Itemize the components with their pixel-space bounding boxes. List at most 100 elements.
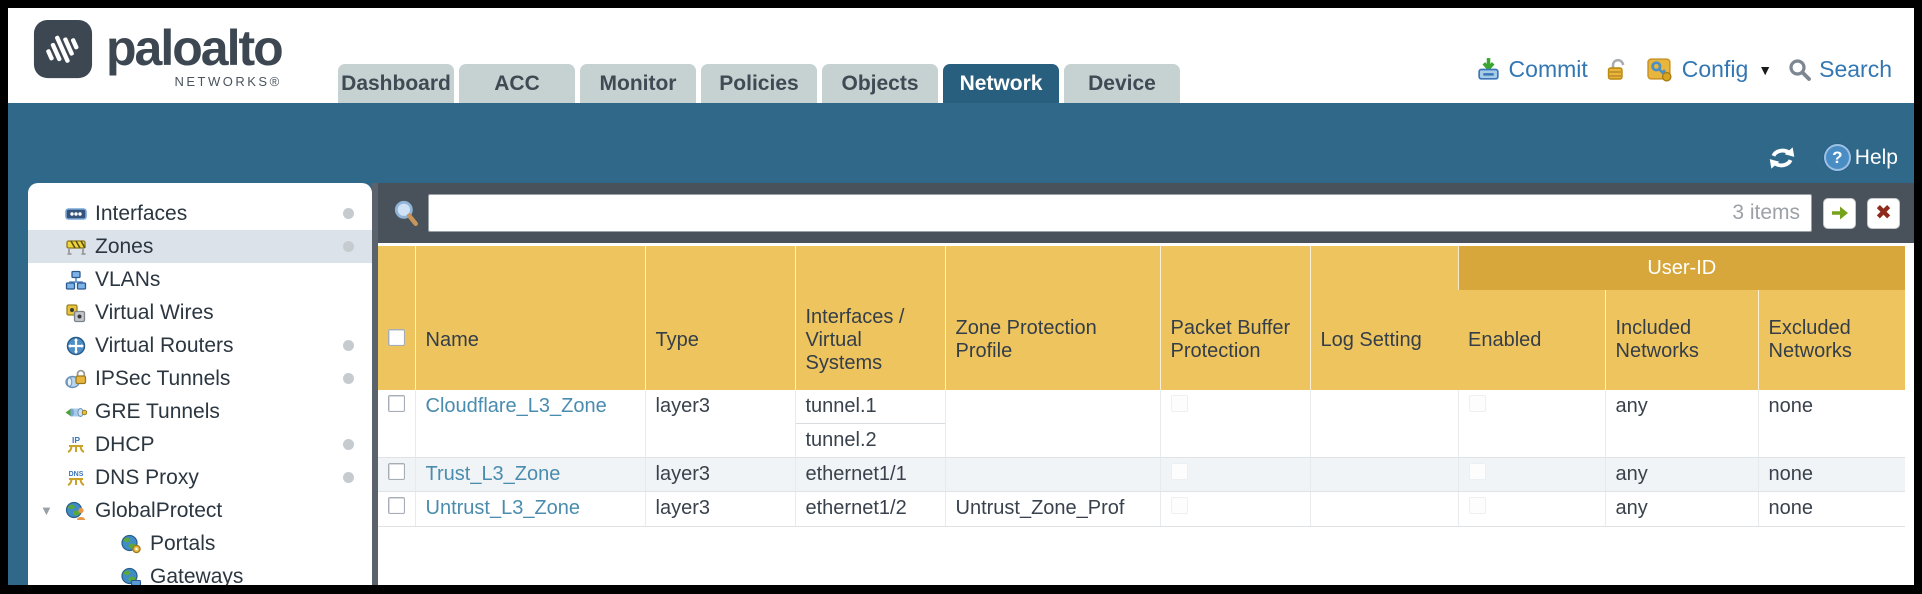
col-header-packet-buffer-protection[interactable]: Packet Buffer Protection	[1159, 246, 1310, 390]
gateways-icon	[121, 567, 142, 585]
zones-panel: 3 items ✖ Name	[378, 183, 1914, 585]
col-header-included-networks[interactable]: Included Networks	[1604, 290, 1758, 390]
config-menu-button[interactable]: Config ▼	[1646, 56, 1772, 83]
row-select-checkbox[interactable]	[388, 462, 405, 480]
lock-button[interactable]	[1604, 56, 1630, 83]
row-select-checkbox[interactable]	[388, 395, 405, 412]
brand-sub-wordmark: NETWORKS®	[174, 74, 282, 89]
apply-filter-button[interactable]	[1823, 197, 1856, 229]
panel-splitter[interactable]	[372, 183, 378, 585]
green-arrow-icon	[1831, 206, 1848, 220]
sidebar-item-label: IPSec Tunnels	[95, 366, 231, 390]
help-label[interactable]: Help	[1854, 145, 1898, 169]
packet-buffer-checkbox[interactable]	[1170, 496, 1188, 514]
sidebar-item-label: Gateways	[150, 564, 244, 586]
paloalto-logo: paloalto NETWORKS®	[32, 18, 284, 89]
status-dot	[343, 208, 354, 219]
col-header-log-setting[interactable]: Log Setting	[1309, 246, 1458, 390]
sidebar-item-globalprotect[interactable]: ▼ GlobalProtect	[28, 494, 372, 527]
col-header-enabled[interactable]: Enabled	[1458, 290, 1605, 390]
dhcp-icon: IP	[67, 435, 85, 453]
zone-link[interactable]: Trust_L3_Zone	[425, 462, 561, 485]
cell-select	[378, 491, 415, 527]
virtual-routers-icon	[66, 336, 86, 355]
user-id-enabled-checkbox[interactable]	[1468, 496, 1486, 514]
cell-log-setting	[1309, 491, 1458, 527]
cell-log-setting	[1309, 457, 1458, 492]
commit-button[interactable]: Commit	[1475, 56, 1588, 83]
sidebar-item-label: GRE Tunnels	[95, 399, 220, 423]
sidebar-item-dns-proxy[interactable]: DNS DNS Proxy	[28, 461, 372, 494]
col-header-name[interactable]: Name	[414, 246, 645, 390]
cell-log-setting	[1309, 390, 1458, 458]
sidebar-item-gre-tunnels[interactable]: GRE Tunnels	[28, 395, 372, 428]
sidebar-item-ipsec-tunnels[interactable]: IPSec Tunnels	[28, 362, 372, 395]
tab-network[interactable]: Network	[943, 64, 1059, 103]
network-sidebar: Interfaces Zones VLANs	[28, 183, 372, 585]
col-header-type[interactable]: Type	[644, 246, 795, 390]
svg-text:IP: IP	[72, 435, 80, 445]
tab-dashboard[interactable]: Dashboard	[338, 64, 454, 103]
status-dot	[343, 340, 354, 351]
interfaces-icon	[65, 207, 87, 220]
tab-objects[interactable]: Objects	[822, 64, 938, 103]
collapse-arrow-icon[interactable]: ▼	[40, 503, 53, 518]
cell-interfaces: tunnel.1 tunnel.2	[794, 390, 945, 458]
zone-link[interactable]: Cloudflare_L3_Zone	[425, 395, 607, 417]
cell-excluded-networks: none	[1757, 491, 1906, 527]
sidebar-item-virtual-wires[interactable]: Virtual Wires	[28, 296, 372, 329]
clear-filter-button[interactable]: ✖	[1867, 197, 1900, 229]
gre-tunnels-icon	[65, 407, 87, 417]
help-icon[interactable]: ?	[1823, 144, 1851, 171]
sidebar-item-portals[interactable]: Portals	[28, 527, 372, 560]
portals-icon	[121, 534, 141, 553]
user-id-enabled-checkbox[interactable]	[1468, 462, 1486, 480]
config-label: Config	[1681, 56, 1749, 82]
sub-header-band: ? Help	[8, 103, 1914, 183]
cell-name: Trust_L3_Zone	[414, 457, 645, 492]
user-id-group-header: User-ID	[1457, 246, 1906, 290]
col-header-interfaces[interactable]: Interfaces / Virtual Systems	[794, 246, 945, 390]
refresh-icon[interactable]	[1766, 145, 1798, 171]
sidebar-item-interfaces[interactable]: Interfaces	[28, 197, 372, 230]
col-header-zone-protection-profile[interactable]: Zone Protection Profile	[944, 246, 1160, 390]
tab-policies[interactable]: Policies	[701, 64, 817, 103]
cell-included-networks: any	[1604, 390, 1758, 458]
tab-monitor[interactable]: Monitor	[580, 64, 696, 103]
cell-name: Untrust_L3_Zone	[414, 491, 645, 527]
sidebar-item-vlans[interactable]: VLANs	[28, 263, 372, 296]
status-dot	[343, 439, 354, 450]
cell-packet-buffer-protection	[1159, 457, 1310, 492]
sidebar-item-label: VLANs	[95, 267, 161, 291]
tab-acc[interactable]: ACC	[459, 64, 575, 103]
sidebar-item-label: Zones	[95, 234, 154, 258]
search-button[interactable]: Search	[1788, 56, 1892, 83]
packet-buffer-checkbox[interactable]	[1170, 395, 1188, 412]
sidebar-item-zones[interactable]: Zones	[28, 230, 372, 263]
filter-search-icon	[394, 200, 418, 227]
zone-link[interactable]: Untrust_L3_Zone	[425, 496, 581, 519]
tab-device[interactable]: Device	[1064, 64, 1180, 103]
filter-input[interactable]	[428, 194, 1812, 232]
packet-buffer-checkbox[interactable]	[1170, 462, 1188, 480]
col-header-excluded-networks[interactable]: Excluded Networks	[1757, 290, 1906, 390]
cell-user-id-enabled	[1457, 457, 1605, 492]
table-row: Cloudflare_L3_Zone layer3 tunnel.1 tunne…	[378, 390, 1906, 458]
user-id-enabled-checkbox[interactable]	[1468, 395, 1486, 412]
virtual-wires-icon	[66, 303, 86, 322]
sidebar-item-label: GlobalProtect	[95, 498, 223, 522]
sidebar-item-virtual-routers[interactable]: Virtual Routers	[28, 329, 372, 362]
dns-proxy-icon: DNS	[67, 471, 85, 486]
sidebar-item-label: Portals	[150, 531, 216, 555]
row-select-checkbox[interactable]	[388, 496, 405, 514]
sidebar-item-gateways[interactable]: Gateways	[28, 560, 372, 585]
sidebar-item-dhcp[interactable]: IP DHCP	[28, 428, 372, 461]
zones-table: Name Type Interfaces / Virtual Systems Z…	[378, 246, 1906, 527]
sidebar-item-label: Virtual Routers	[95, 333, 234, 357]
table-row: Trust_L3_Zone layer3 ethernet1/1 any non…	[378, 457, 1906, 492]
ipsec-tunnels-icon	[65, 369, 87, 388]
red-x-icon: ✖	[1875, 202, 1892, 224]
svg-text:DNS: DNS	[69, 471, 84, 478]
select-all-checkbox[interactable]	[387, 328, 405, 346]
globalprotect-icon	[65, 501, 85, 520]
